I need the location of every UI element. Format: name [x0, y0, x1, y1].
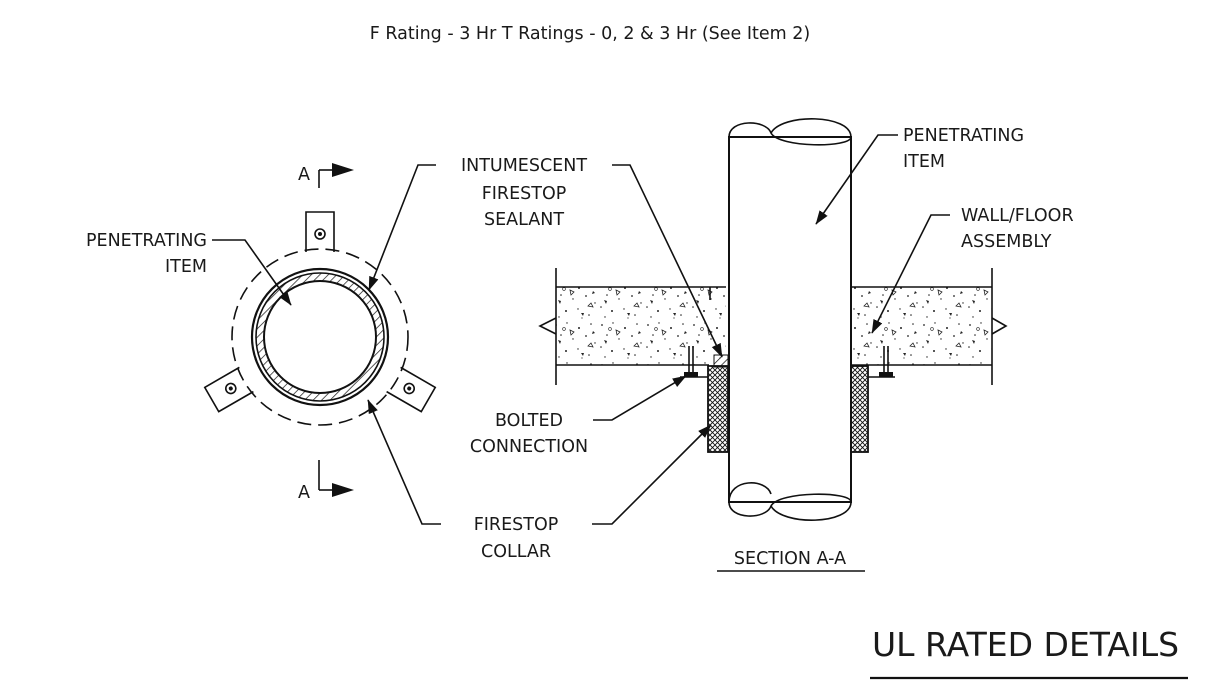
- mounting-tab-left: [203, 366, 254, 413]
- sealant-section: [713, 354, 729, 368]
- svg-text:ITEM: ITEM: [165, 257, 207, 277]
- section-title: SECTION A-A: [734, 549, 846, 569]
- section-cut-marker-bottom: A: [298, 460, 354, 503]
- slab-left: [556, 287, 726, 365]
- svg-text:CONNECTION: CONNECTION: [470, 437, 588, 457]
- svg-text:PENETRATING: PENETRATING: [903, 126, 1024, 146]
- svg-text:PENETRATING: PENETRATING: [86, 231, 207, 251]
- label-wall-floor-assembly: WALL/FLOOR ASSEMBLY: [961, 206, 1074, 252]
- collar-ring: [250, 267, 390, 407]
- svg-text:FIRESTOP: FIRESTOP: [474, 515, 559, 535]
- section-view: [538, 118, 1008, 521]
- svg-text:FIRESTOP: FIRESTOP: [482, 184, 567, 204]
- section-cut-marker-top: A: [298, 163, 354, 188]
- label-firestop-collar: FIRESTOP COLLAR: [474, 515, 559, 562]
- collar-section-left: [707, 365, 729, 453]
- leader-lines: [212, 134, 950, 525]
- svg-text:SEALANT: SEALANT: [484, 210, 564, 230]
- mounting-tab-top: [305, 211, 335, 252]
- svg-text:WALL/FLOOR: WALL/FLOOR: [961, 206, 1074, 226]
- label-penetrating-item-section: PENETRATING ITEM: [903, 126, 1024, 172]
- penetrating-pipe-section: [728, 136, 852, 503]
- label-intumescent-sealant: INTUMESCENT FIRESTOP SEALANT: [461, 156, 587, 230]
- page-title: UL RATED DETAILS: [872, 625, 1179, 664]
- plan-view: A A: [203, 163, 437, 503]
- svg-text:COLLAR: COLLAR: [481, 542, 551, 562]
- svg-text:ASSEMBLY: ASSEMBLY: [961, 232, 1052, 252]
- svg-text:ITEM: ITEM: [903, 152, 945, 172]
- slab-right: [850, 287, 992, 365]
- section-marker-letter: A: [298, 165, 310, 185]
- svg-text:INTUMESCENT: INTUMESCENT: [461, 156, 587, 176]
- rating-header: F Rating - 3 Hr T Ratings - 0, 2 & 3 Hr …: [370, 24, 811, 44]
- firestop-collar-outline: [231, 248, 409, 426]
- mounting-tab-right: [386, 366, 437, 413]
- label-bolted-connection: BOLTED CONNECTION: [470, 411, 588, 457]
- label-penetrating-item-plan: PENETRATING ITEM: [86, 231, 207, 277]
- penetrating-pipe-plan: [263, 280, 377, 394]
- section-marker-letter: A: [298, 483, 310, 503]
- svg-text:BOLTED: BOLTED: [495, 411, 563, 431]
